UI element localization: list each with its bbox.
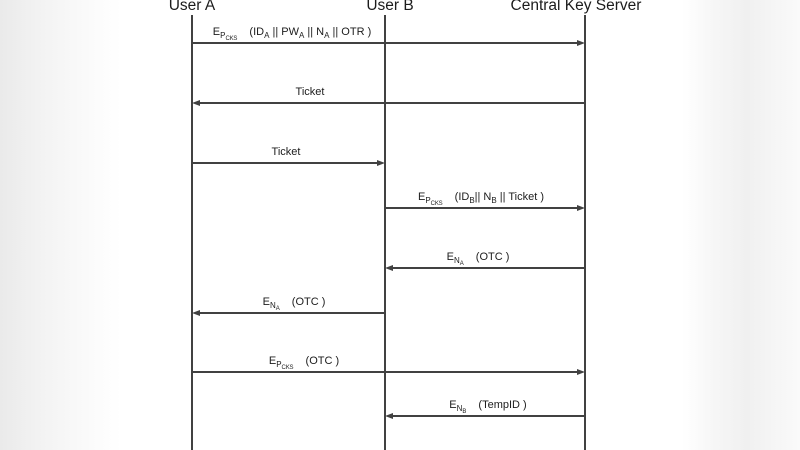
label-text: E <box>449 399 457 411</box>
actor-label-user-a: User A <box>168 0 216 14</box>
message-arrow-line <box>192 371 579 373</box>
label-subscript: P <box>276 359 282 369</box>
label-subscript: CKS <box>430 200 443 207</box>
label-subscript: P <box>220 30 226 40</box>
label-text: || N <box>304 26 325 38</box>
message-arrow-line <box>198 102 585 104</box>
label-subscript: B <box>469 195 475 205</box>
message-label: ENA (OTC ) <box>262 296 326 312</box>
label-text: (OTC ) <box>293 355 340 367</box>
label-subscript: B <box>462 408 467 415</box>
label-text: E <box>268 355 277 367</box>
label-text: E <box>212 26 221 38</box>
message-arrow-line <box>192 42 579 44</box>
message-arrow-line <box>391 267 585 269</box>
label-subscript: A <box>275 305 280 312</box>
message-arrow-line <box>385 207 579 209</box>
label-text: Ticket <box>271 146 301 158</box>
lifeline-user-a <box>191 15 193 450</box>
actor-label-central-key-server: Central Key Server <box>510 0 642 14</box>
label-text: (TempID ) <box>466 399 527 411</box>
label-text: (ID <box>237 26 265 38</box>
arrowhead-icon <box>385 264 393 271</box>
arrowhead-icon <box>192 99 200 106</box>
label-subscript: A <box>264 30 270 40</box>
message-arrow-line <box>391 415 585 417</box>
label-text: || Ticket ) <box>496 191 545 203</box>
label-subscript: P <box>425 195 431 205</box>
label-subscript: CKS <box>225 35 238 42</box>
label-text: (OTC ) <box>279 296 326 308</box>
arrowhead-icon <box>192 309 200 316</box>
arrowhead-icon <box>577 368 585 375</box>
label-text: E <box>262 296 270 308</box>
label-subscript: A <box>459 260 464 267</box>
label-text: E <box>417 191 426 203</box>
label-text: Ticket <box>295 86 325 98</box>
message-label: Ticket <box>272 146 301 159</box>
arrowhead-icon <box>385 412 393 419</box>
message-label: EPCKS (OTC ) <box>268 355 340 371</box>
label-subscript: A <box>298 30 305 40</box>
label-subscript: N <box>456 403 463 413</box>
message-arrow-line <box>198 312 385 314</box>
label-text: || OTR ) <box>329 26 372 38</box>
label-subscript: N <box>453 255 460 265</box>
left-edge-gradient <box>0 0 122 450</box>
message-label: EPCKS (IDB|| NB || Ticket ) <box>417 191 545 207</box>
message-label: ENB (TempID ) <box>449 399 527 415</box>
label-text: || PW <box>269 26 299 38</box>
lifeline-user-b <box>384 15 386 450</box>
arrowhead-icon <box>577 204 585 211</box>
arrowhead-icon <box>377 159 385 166</box>
right-edge-gradient <box>682 0 800 450</box>
label-subscript: CKS <box>281 364 294 371</box>
lifeline-central-key-server <box>584 15 586 450</box>
message-label: Ticket <box>296 86 325 99</box>
message-arrow-line <box>192 162 379 164</box>
label-subscript: B <box>491 195 497 205</box>
label-text: || N <box>474 191 492 203</box>
label-subscript: N <box>269 300 276 310</box>
label-text: (OTC ) <box>463 251 510 263</box>
label-text: (ID <box>442 191 470 203</box>
message-label: ENA (OTC ) <box>446 251 510 267</box>
actor-label-user-b: User B <box>366 0 414 14</box>
message-label: EPCKS (IDA || PWA || NA || OTR ) <box>212 26 372 42</box>
arrowhead-icon <box>577 39 585 46</box>
label-text: E <box>446 251 454 263</box>
label-subscript: A <box>324 30 330 40</box>
